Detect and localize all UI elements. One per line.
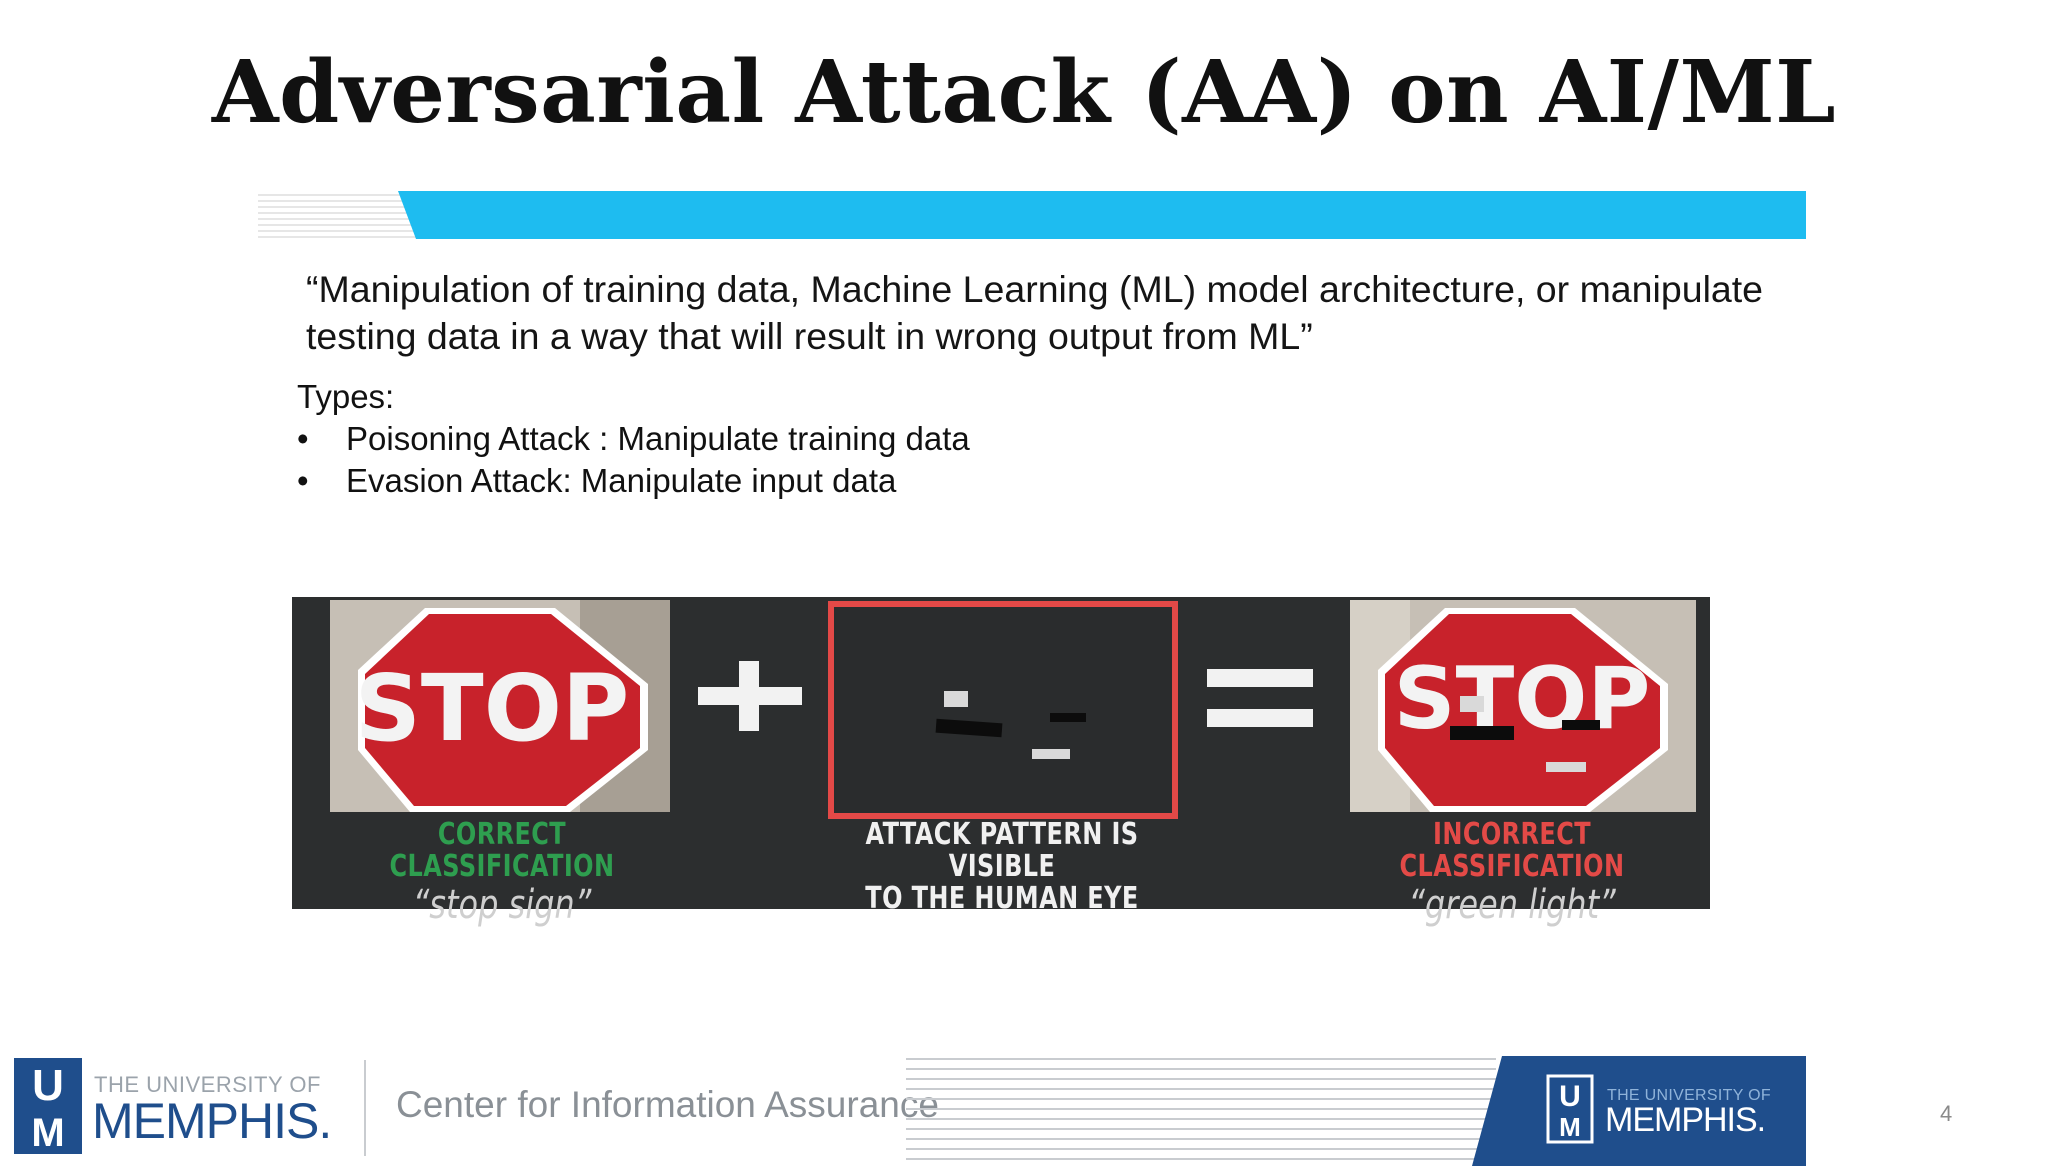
list-item: • Evasion Attack: Manipulate input data <box>297 460 970 502</box>
title-accent-bar <box>258 191 1806 239</box>
university-logo-icon: U M <box>14 1058 82 1154</box>
definition-quote: “Manipulation of training data, Machine … <box>306 268 1764 357</box>
svg-text:M: M <box>31 1111 64 1154</box>
list-item: • Poisoning Attack : Manipulate training… <box>297 418 970 460</box>
attack-pattern-icon <box>935 691 1086 759</box>
svg-text:U: U <box>32 1061 64 1110</box>
attack-caption-line1: ATTACK PATTERN IS VISIBLE <box>865 817 1139 884</box>
types-list: • Poisoning Attack : Manipulate training… <box>297 418 970 502</box>
footer-stripes <box>906 1058 1496 1160</box>
perturbed-stop-sign-icon: STOP <box>1350 600 1696 812</box>
plus-icon <box>698 661 802 731</box>
university-small-text: THE UNIVERSITY OF <box>94 1072 321 1097</box>
sign-text: STOP <box>355 655 630 762</box>
sign-text: STOP <box>1394 649 1651 749</box>
attack-pattern-box <box>828 601 1178 819</box>
footer-right-university-name: MEMPHIS. <box>1605 1101 1766 1139</box>
stop-sign-icon: STOP <box>330 600 670 812</box>
bullet-text: Poisoning Attack : Manipulate training d… <box>346 420 970 457</box>
university-name: MEMPHIS. <box>92 1093 332 1149</box>
perturbed-stop-sign-photo: STOP <box>1350 600 1696 812</box>
correct-classification-label: CORRECT CLASSIFICATION <box>389 817 615 884</box>
adversarial-example-figure: STOP STOP CORRECT CLASSIFI <box>292 597 1710 927</box>
types-label: Types: <box>297 378 395 415</box>
attack-caption-line2: TO THE HUMAN EYE <box>865 881 1139 916</box>
stop-sign-photo: STOP <box>330 600 670 812</box>
footer-divider <box>364 1060 366 1156</box>
bullet-text: Evasion Attack: Manipulate input data <box>346 462 897 499</box>
equals-icon <box>1207 669 1313 727</box>
svg-text:U: U <box>1559 1080 1581 1113</box>
bullet-icon: • <box>297 420 309 457</box>
slide-title: Adversarial Attack (AA) on AI/ML <box>211 42 1837 143</box>
green-light-label: “green light” <box>1408 882 1616 928</box>
correct-classification-caption: CORRECT CLASSIFICATION “stop sign” <box>334 817 670 928</box>
center-name: Center for Information Assurance <box>396 1084 939 1125</box>
footer-brand-block: U M <box>1472 1056 1806 1166</box>
bullet-icon: • <box>297 462 309 499</box>
footer-right-university-small: THE UNIVERSITY OF <box>1607 1087 1771 1104</box>
incorrect-classification-label: INCORRECT CLASSIFICATION <box>1399 817 1625 884</box>
svg-text:M: M <box>1559 1112 1581 1142</box>
stop-sign-label: “stop sign” <box>412 882 592 928</box>
page-number: 4 <box>1940 1101 1953 1126</box>
incorrect-classification-caption: INCORRECT CLASSIFICATION “green light” <box>1344 817 1680 928</box>
attack-pattern-caption: ATTACK PATTERN IS VISIBLE TO THE HUMAN E… <box>834 819 1170 915</box>
